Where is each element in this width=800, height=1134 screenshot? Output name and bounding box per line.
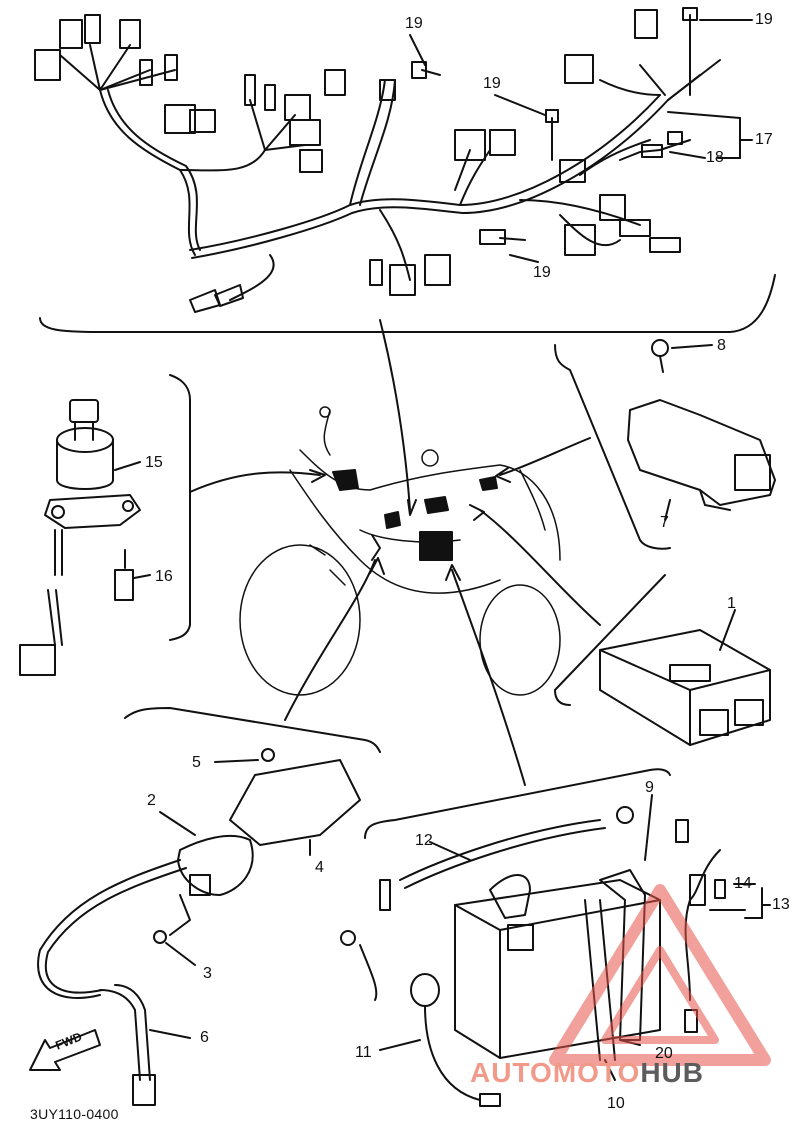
callout-19-bottom: 19 <box>533 264 551 281</box>
callout-8: 8 <box>717 337 726 354</box>
harness-connectors <box>34 9 681 313</box>
callout-19-top: 19 <box>405 15 423 32</box>
motorcycle-outline <box>239 406 561 696</box>
callout-1: 1 <box>727 595 736 612</box>
callout-17: 17 <box>755 131 773 148</box>
drawing-code: 3UY110-0400 <box>30 1106 119 1122</box>
callout-18: 18 <box>706 149 724 166</box>
callout-19-right: 19 <box>755 11 773 28</box>
callout-3: 3 <box>203 965 212 982</box>
callout-5: 5 <box>192 754 201 771</box>
callout-9: 9 <box>645 779 654 796</box>
callout-11: 11 <box>355 1044 372 1061</box>
callout-13: 13 <box>772 896 790 913</box>
callout-20: 20 <box>655 1045 673 1062</box>
cdi-unit <box>599 609 771 746</box>
callout-15: 15 <box>145 454 163 471</box>
callout-6: 6 <box>200 1029 209 1046</box>
rectifier-regulator <box>627 339 776 521</box>
callout-4: 4 <box>315 859 324 876</box>
callout-10: 10 <box>607 1095 625 1112</box>
ignition-coil <box>37 748 361 1106</box>
watermark-text: AUTOMOTOHUB <box>470 1057 704 1088</box>
callout-2: 2 <box>147 792 156 809</box>
wire-harness <box>59 44 721 301</box>
callout-7: 7 <box>660 514 669 531</box>
battery <box>340 794 771 1107</box>
watermark-logo <box>549 884 771 1066</box>
callout-14: 14 <box>734 875 752 892</box>
fwd-arrow <box>29 1029 101 1071</box>
callout-16: 16 <box>155 568 173 585</box>
callout-19-middle: 19 <box>483 75 501 92</box>
main-switch <box>19 399 151 676</box>
callout-12: 12 <box>415 832 433 849</box>
